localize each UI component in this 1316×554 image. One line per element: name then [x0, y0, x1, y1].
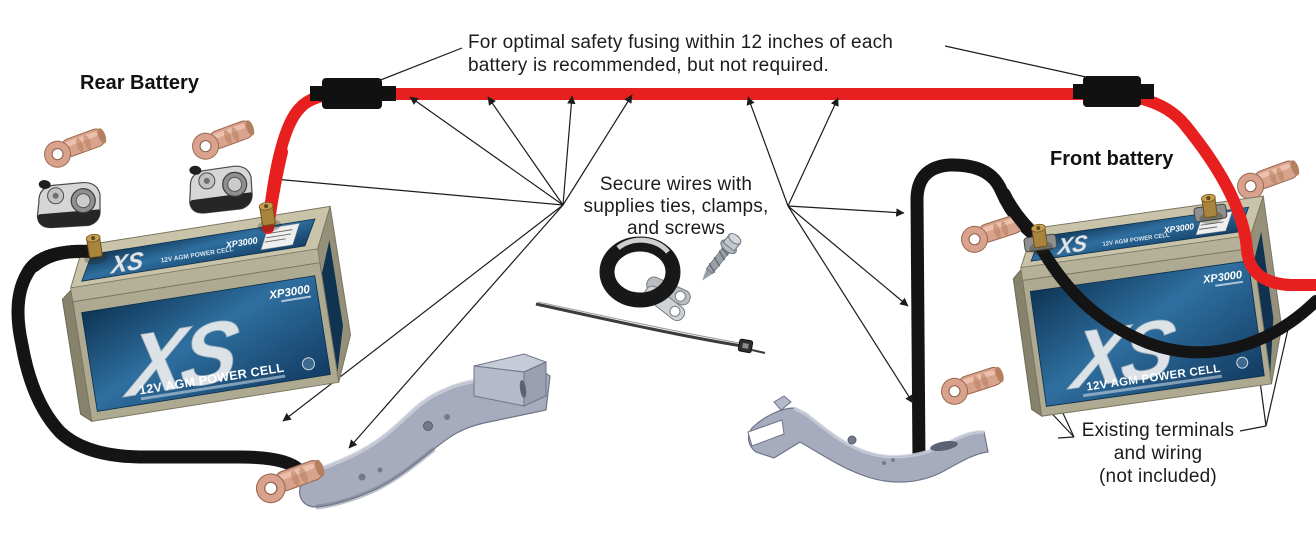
existing-note-line1: Existing terminals: [1081, 420, 1235, 441]
secure-note-line3: and screws: [626, 218, 726, 239]
cable-clamp: [599, 236, 691, 322]
rear-battery-label: Rear Battery: [80, 72, 199, 94]
battery-model-top: XP3000: [1162, 221, 1195, 235]
fusing-note-line1: For optimal safety fusing within 12 inch…: [468, 32, 894, 53]
zip-tie: [535, 301, 766, 354]
battery-logo-top: XS: [1055, 230, 1089, 260]
ring-terminal-6: [1233, 155, 1304, 204]
rear-ground-wire: [11, 244, 320, 490]
battery-model-front: XP3000: [1201, 269, 1243, 287]
rear-battery: XS 12V AGM POWER CELL XP3000 XS XP3000 1…: [61, 205, 351, 423]
battery-logo-front: XS: [1064, 301, 1179, 408]
existing-note-line2: and wiring: [1113, 443, 1203, 464]
fuse-holder-right: [1073, 76, 1154, 107]
front-battery-positive-terminal: [1193, 192, 1228, 227]
front-battery-negative-terminal: [1023, 222, 1058, 257]
battery-logo-front: XS: [121, 299, 243, 416]
front-battery-label: Front battery: [1050, 148, 1174, 170]
rear-ground-wire-tip: [27, 244, 102, 273]
secure-note-line2: supplies ties, clamps,: [583, 196, 769, 217]
fusing-note: For optimal safety fusing within 12 inch…: [468, 31, 893, 77]
existing-note-line3: (not included): [1099, 466, 1217, 487]
front-battery: XS 12V AGM POWER CELL XP3000 XS XP3000 1…: [1012, 195, 1283, 418]
battery-logo-top: XS: [108, 247, 144, 280]
battery-terminal-clamp-2: [186, 163, 255, 217]
frame-bracket-left: [299, 353, 551, 510]
self-tapping-screw: [702, 233, 742, 281]
ring-terminal-2: [188, 115, 259, 164]
fuse-holder-left: [310, 78, 396, 109]
fusing-note-line2: battery is recommended, but not required…: [468, 55, 829, 76]
ring-terminal-1: [40, 123, 111, 172]
frame-bracket-right: [747, 395, 989, 483]
ring-terminal-4: [937, 362, 1009, 409]
existing-note: Existing terminals and wiring (not inclu…: [1058, 419, 1258, 488]
secure-note-line1: Secure wires with: [599, 174, 753, 195]
existing-wiring-cable: [1034, 240, 1316, 359]
secure-note: Secure wires with supplies ties, clamps,…: [556, 174, 796, 240]
battery-terminal-clamp-1: [33, 177, 104, 234]
